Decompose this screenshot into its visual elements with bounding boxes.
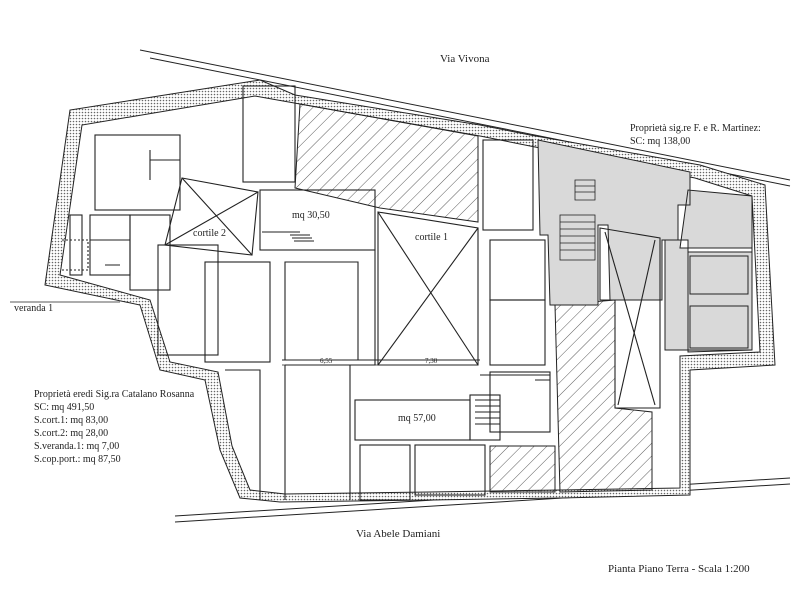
catalano-line: S.cort.2: mq 28,00 (34, 428, 109, 439)
catalano-line: S.cop.port.: mq 87,50 (34, 454, 121, 465)
interior-walls (62, 85, 661, 501)
room-label-cortile-1: cortile 1 (415, 232, 449, 243)
street-via-vivona: Via Vivona (440, 53, 490, 65)
street-via-abele-damiani: Via Abele Damiani (356, 528, 441, 540)
stairs-martinez (559, 179, 596, 261)
veranda-label: veranda 1 (14, 303, 54, 314)
dimension-label: 7,30 (425, 357, 438, 365)
martinez-label: Proprietà sig.re F. e R. Martinez: SC: m… (630, 122, 761, 148)
plan-title: Pianta Piano Terra - Scala 1:200 (608, 563, 750, 575)
hatched-areas (294, 103, 653, 493)
room-label-cortile-2: cortile 2 (193, 228, 227, 239)
catalano-owner: Proprietà eredi Sig.ra Catalano Rosanna (34, 389, 195, 400)
martinez-owner: Proprietà sig.re F. e R. Martinez: (630, 123, 761, 134)
room-label-mq-30-50: mq 30,50 (292, 210, 330, 221)
catalano-line: S.cort.1: mq 83,00 (34, 415, 109, 426)
dimension-label: 6,55 (320, 357, 333, 365)
catalano-legend: Proprietà eredi Sig.ra Catalano Rosanna … (34, 388, 194, 466)
martinez-area: SC: mq 138,00 (630, 136, 691, 147)
catalano-line: SC: mq 491,50 (34, 402, 95, 413)
martinez-property-area (537, 139, 753, 353)
room-label-mq-57-00: mq 57,00 (398, 413, 436, 424)
catalano-line: S.veranda.1: mq 7,00 (34, 441, 120, 452)
